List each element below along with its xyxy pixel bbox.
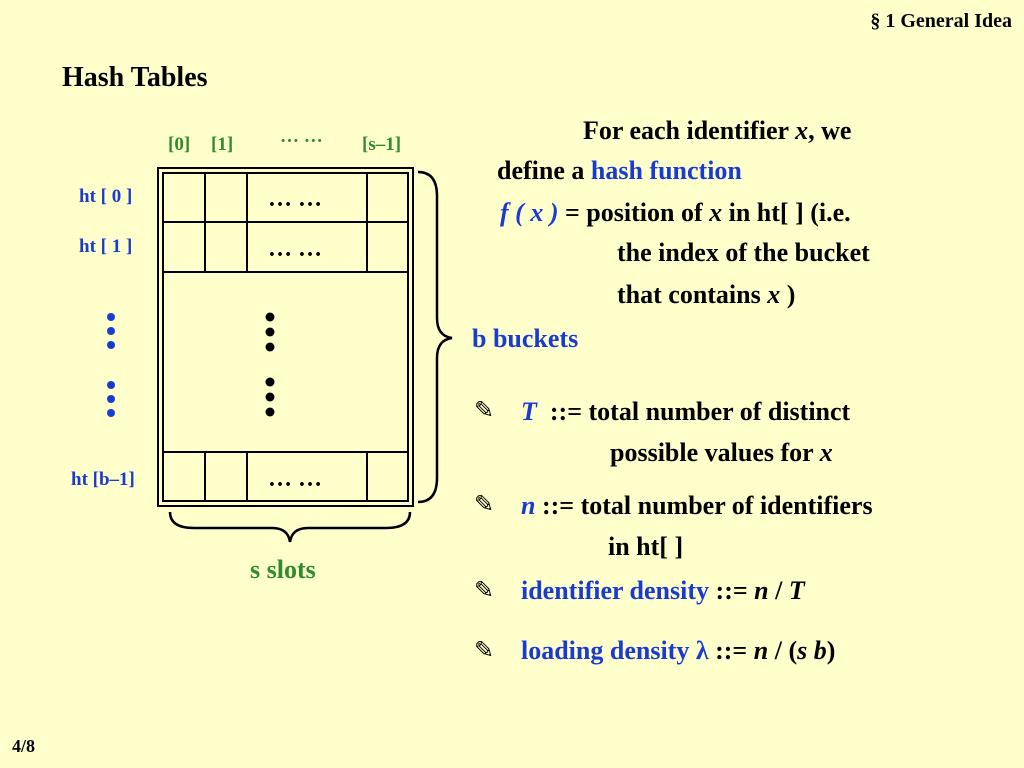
- bullet-1-line-1: T ::= total number of distinct: [521, 397, 850, 427]
- table-outer-border: [157, 167, 414, 507]
- pencil-icon: ✎: [474, 578, 495, 604]
- definition-text: ): [786, 280, 796, 309]
- row-label-last: ht [b–1]: [71, 469, 135, 490]
- bullet-1-var: x: [819, 438, 833, 467]
- definition-text: For each identifier: [583, 116, 789, 145]
- definition-line-1: For each identifier x, we: [583, 116, 851, 146]
- bullet-4: loading density λ ::= n / (s b): [521, 636, 835, 666]
- cell-ellipsis-row1: … …: [268, 236, 322, 262]
- page-number: 4/8: [12, 736, 36, 756]
- pencil-icon: ✎: [474, 398, 495, 424]
- column-label-ellipsis: … …: [280, 126, 323, 147]
- bullet-4-var-sb: s b: [797, 636, 827, 665]
- definition-var-x: x: [767, 280, 781, 309]
- column-label-last: [s–1]: [362, 134, 402, 155]
- bullet-3-var-n: n: [754, 576, 769, 605]
- cell-ellipsis-last: … …: [268, 466, 322, 492]
- bullet-1-symbol: T: [521, 397, 537, 426]
- bullet-2-symbol: n: [521, 491, 536, 520]
- bullet-1-text: ::= total number of distinct: [549, 397, 851, 426]
- table-inner-border: [162, 172, 409, 502]
- slide-title: Hash Tables: [62, 62, 208, 93]
- row-label-1: ht [ 1 ]: [79, 236, 133, 257]
- vertical-dots-left: [107, 313, 115, 417]
- definition-line-4: the index of the bucket: [617, 238, 870, 267]
- column-label-0: [0]: [168, 134, 191, 155]
- slots-label: s slots: [250, 555, 316, 584]
- column-label-1: [1]: [211, 134, 234, 155]
- definition-line-3: f ( x ) = position of x in ht[ ] (i.e.: [500, 198, 851, 228]
- bullet-2-line-1: n ::= total number of identifiers: [521, 491, 873, 521]
- bottom-curly-brace: [168, 511, 412, 543]
- loading-density-term: loading density λ: [521, 636, 709, 665]
- definition-text: in ht[ ] (i.e.: [728, 198, 851, 227]
- hash-function-notation: f ( x ): [500, 198, 559, 227]
- bullet-4-var-n: n: [753, 636, 769, 665]
- vertical-dots-center: [265, 312, 275, 417]
- definition-text: define a: [497, 156, 585, 185]
- definition-line-2: define a hash function: [497, 156, 742, 186]
- bullet-2-line-2: in ht[ ]: [608, 532, 684, 561]
- section-header: § 1 General Idea: [870, 10, 1012, 32]
- definition-line-5: that contains x ): [617, 280, 795, 310]
- bullet-1-text: possible values for: [610, 438, 814, 467]
- pencil-icon: ✎: [474, 492, 495, 518]
- definition-var-x: x: [709, 198, 723, 227]
- hash-function-term: hash function: [590, 156, 742, 185]
- bullet-1-line-2: possible values for x: [610, 438, 833, 468]
- pencil-icon: ✎: [474, 638, 495, 664]
- bullet-3-text: ::=: [715, 576, 748, 605]
- cell-ellipsis-row0: … …: [268, 186, 322, 212]
- definition-var-x: x: [795, 116, 809, 145]
- bullet-3: identifier density ::= n / T: [521, 576, 805, 606]
- bullet-2-text: ::= total number of identifiers: [541, 491, 873, 520]
- definition-text: , we: [808, 116, 852, 145]
- right-curly-brace: [417, 170, 453, 504]
- bullet-4-text: ): [826, 636, 836, 665]
- definition-text: = position of: [564, 198, 703, 227]
- definition-text: that contains: [617, 280, 761, 309]
- bullet-3-text: /: [775, 576, 783, 605]
- buckets-label: b buckets: [472, 324, 579, 353]
- row-label-0: ht [ 0 ]: [79, 186, 133, 207]
- bullet-4-text: / (: [774, 636, 798, 665]
- bullet-3-var-t: T: [788, 576, 805, 605]
- bullet-4-text: ::=: [715, 636, 748, 665]
- identifier-density-term: identifier density: [521, 576, 710, 605]
